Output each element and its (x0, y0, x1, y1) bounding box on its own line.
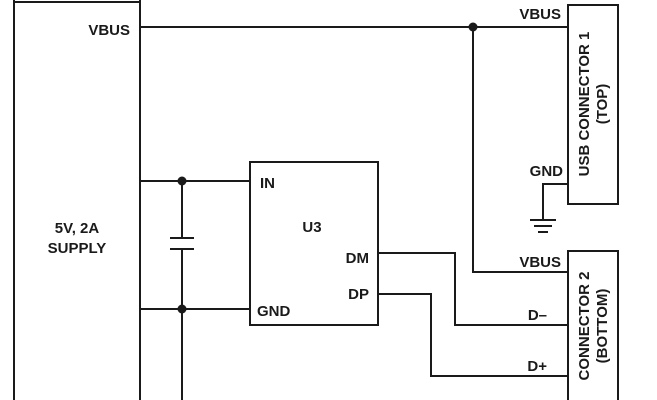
dp-wire (378, 293, 568, 377)
usb-connector-2 (567, 250, 619, 400)
connector2-dminus-label: D– (528, 307, 547, 324)
connector2-vbus-label: VBUS (519, 254, 561, 271)
connector2-title-line1: CONNECTOR 2 (576, 272, 593, 381)
u3-pin-in: IN (260, 175, 275, 192)
supply-label-line2: SUPPLY (48, 240, 107, 257)
u3-pin-dp: DP (348, 286, 369, 303)
connector1-title-line1: USB CONNECTOR 1 (576, 32, 593, 177)
connector1-title-line2: (TOP) (594, 84, 611, 125)
connector1-vbus-label: VBUS (519, 6, 561, 23)
connector1-gnd-wire (542, 183, 568, 220)
u3-pin-gnd: GND (257, 303, 291, 320)
u3-chip (249, 161, 379, 326)
supply-block (13, 0, 141, 400)
supply-vbus-label: VBUS (88, 22, 130, 39)
connector2-dplus-label: D+ (527, 358, 547, 375)
connector1-gnd-label: GND (530, 163, 564, 180)
connector2-title-line2: (BOTTOM) (594, 289, 611, 364)
dm-wire (378, 252, 568, 326)
u3-label: U3 (302, 219, 321, 236)
usb-connector-1 (567, 4, 619, 205)
ground-symbol (530, 219, 556, 233)
supply-label-line1: 5V, 2A (55, 220, 100, 237)
capacitor-plates (170, 237, 194, 250)
vbus-branch-wire (472, 27, 568, 273)
u3-pin-dm: DM (346, 250, 369, 267)
